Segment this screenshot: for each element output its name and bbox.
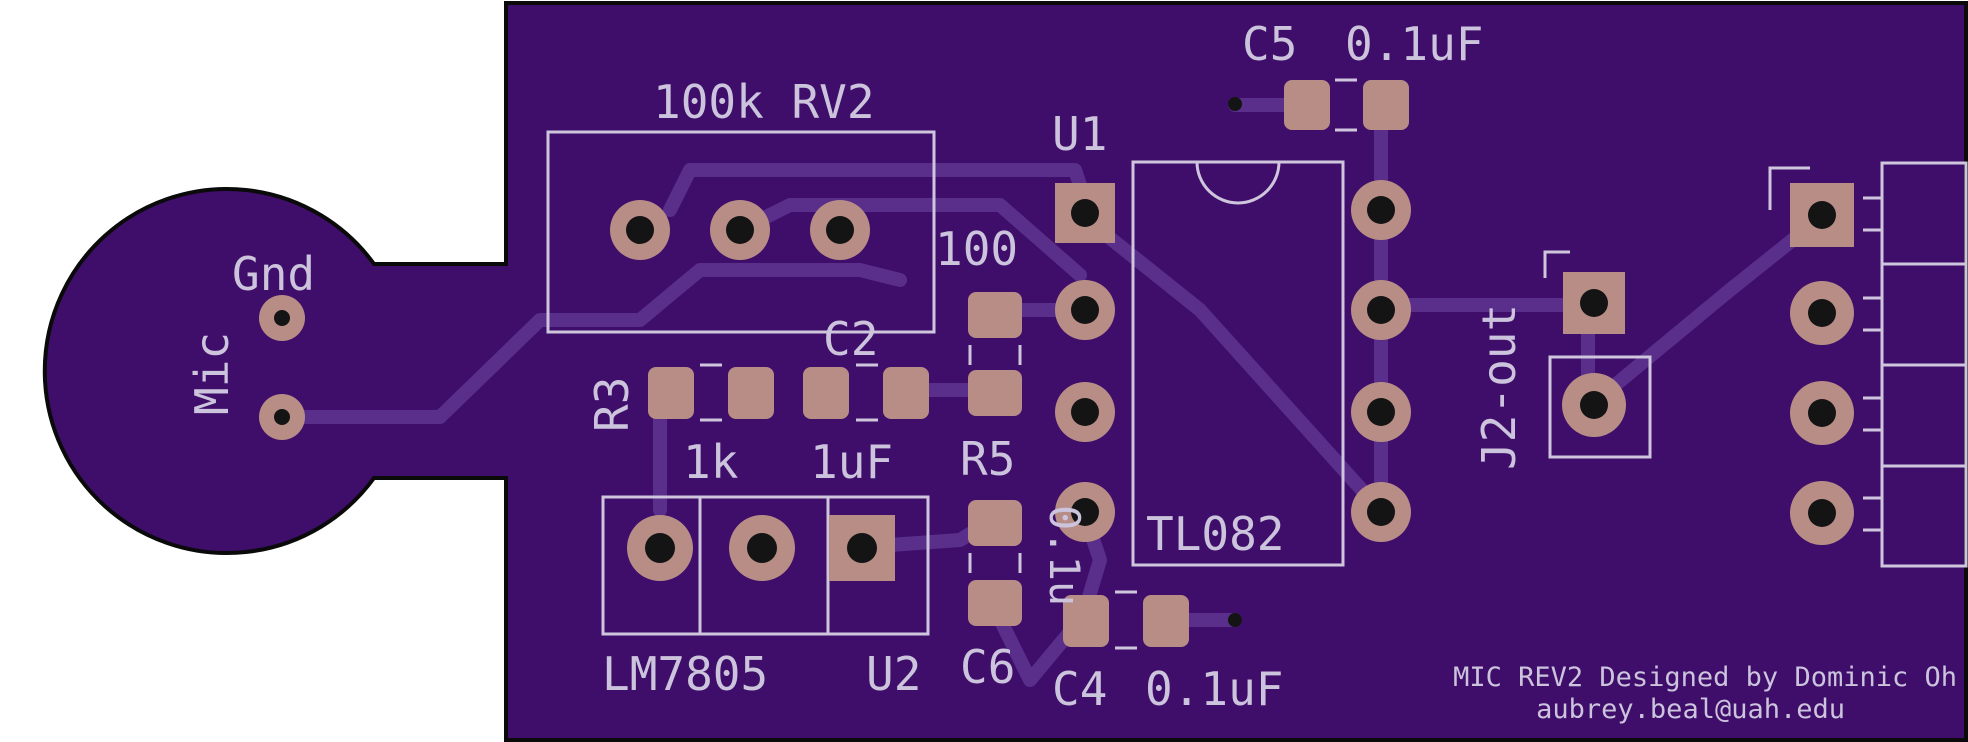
- label-u2: U2: [866, 647, 921, 701]
- conn-hole-3: [1808, 399, 1836, 427]
- u2-hole-3: [645, 533, 675, 563]
- j2-hole-2: [1580, 391, 1608, 419]
- c4-pad-2: [1143, 595, 1189, 647]
- label-gnd: Gnd: [232, 247, 315, 301]
- c5-pad-2: [1363, 80, 1409, 130]
- u1-hole-6: [1367, 398, 1395, 426]
- label-r-100: 100: [935, 222, 1018, 276]
- label-c4-value: 0.1uF: [1145, 662, 1283, 716]
- c5-pad-1: [1284, 80, 1330, 130]
- silkscreen-text: C5 0.1uF 100k RV2 U1 Gnd Mic 100 C2 R3 1…: [185, 17, 1957, 725]
- u1-outline: [1131, 160, 1345, 567]
- c2-pad-1: [803, 367, 849, 419]
- label-0-1u: 0.1u: [1040, 505, 1089, 606]
- rv2-outline: [546, 130, 936, 334]
- u1-hole-8: [1367, 196, 1395, 224]
- rv2-hole-2: [726, 216, 754, 244]
- u1-hole-7: [1367, 296, 1395, 324]
- u1-hole-1: [1071, 199, 1099, 227]
- via-c5: [1228, 97, 1242, 111]
- u2-hole-1: [847, 533, 877, 563]
- via-c4: [1228, 613, 1242, 627]
- r-100-pad-2: [968, 370, 1022, 416]
- conn-hole-1: [1808, 201, 1836, 229]
- trace-mic-signal: [275, 263, 907, 424]
- u1-hole-3: [1071, 398, 1099, 426]
- label-rv2: 100k RV2: [653, 75, 875, 129]
- c6-pad-1: [968, 500, 1022, 546]
- label-r3: R3: [585, 377, 639, 432]
- u1-hole-5: [1367, 498, 1395, 526]
- conn-hole-4: [1808, 499, 1836, 527]
- trace-opamp-diagonal: [1068, 203, 1387, 517]
- credit-line-2: aubrey.beal@uah.edu: [1536, 694, 1845, 725]
- label-lm7805: LM7805: [602, 647, 768, 701]
- c6-pad-2: [968, 580, 1022, 626]
- label-1uf: 1uF: [810, 435, 893, 489]
- label-j2-out: J2-out: [1472, 304, 1526, 470]
- j2-outline: [1548, 355, 1652, 459]
- j2-corner-mark: [1543, 250, 1570, 278]
- label-r5: R5: [960, 432, 1015, 486]
- c4-pad-1: [1063, 595, 1109, 647]
- connector-corner-mark: [1768, 166, 1810, 210]
- label-1k: 1k: [683, 435, 738, 489]
- u1-hole-2: [1071, 296, 1099, 324]
- rv2-hole-3: [826, 216, 854, 244]
- u1-notch: [1195, 161, 1281, 205]
- r3-pad-2: [728, 367, 774, 419]
- r3-pad-1: [648, 367, 694, 419]
- label-c5-value: 0.1uF: [1345, 17, 1483, 71]
- j2-hole-1: [1580, 289, 1608, 317]
- mic-gnd-hole: [274, 310, 290, 326]
- rv2-hole-1: [626, 216, 654, 244]
- label-u1: U1: [1052, 107, 1107, 161]
- pads: [259, 80, 1854, 647]
- label-c2: C2: [823, 312, 878, 366]
- credit-line-1: MIC REV2 Designed by Dominic Oh: [1453, 662, 1957, 693]
- c2-pad-2: [883, 367, 929, 419]
- label-tl082: TL082: [1146, 507, 1284, 561]
- label-c4: C4: [1052, 662, 1107, 716]
- u1-hole-4: [1071, 498, 1099, 526]
- mic-signal-hole: [274, 409, 290, 425]
- u2-outline: [601, 495, 930, 636]
- label-c5: C5: [1242, 17, 1297, 71]
- label-mic: Mic: [185, 332, 239, 415]
- u2-hole-2: [747, 533, 777, 563]
- label-c6: C6: [960, 640, 1015, 694]
- r-100-pad-1: [968, 292, 1022, 338]
- conn-hole-2: [1808, 299, 1836, 327]
- silkscreen-outlines: [546, 78, 1968, 650]
